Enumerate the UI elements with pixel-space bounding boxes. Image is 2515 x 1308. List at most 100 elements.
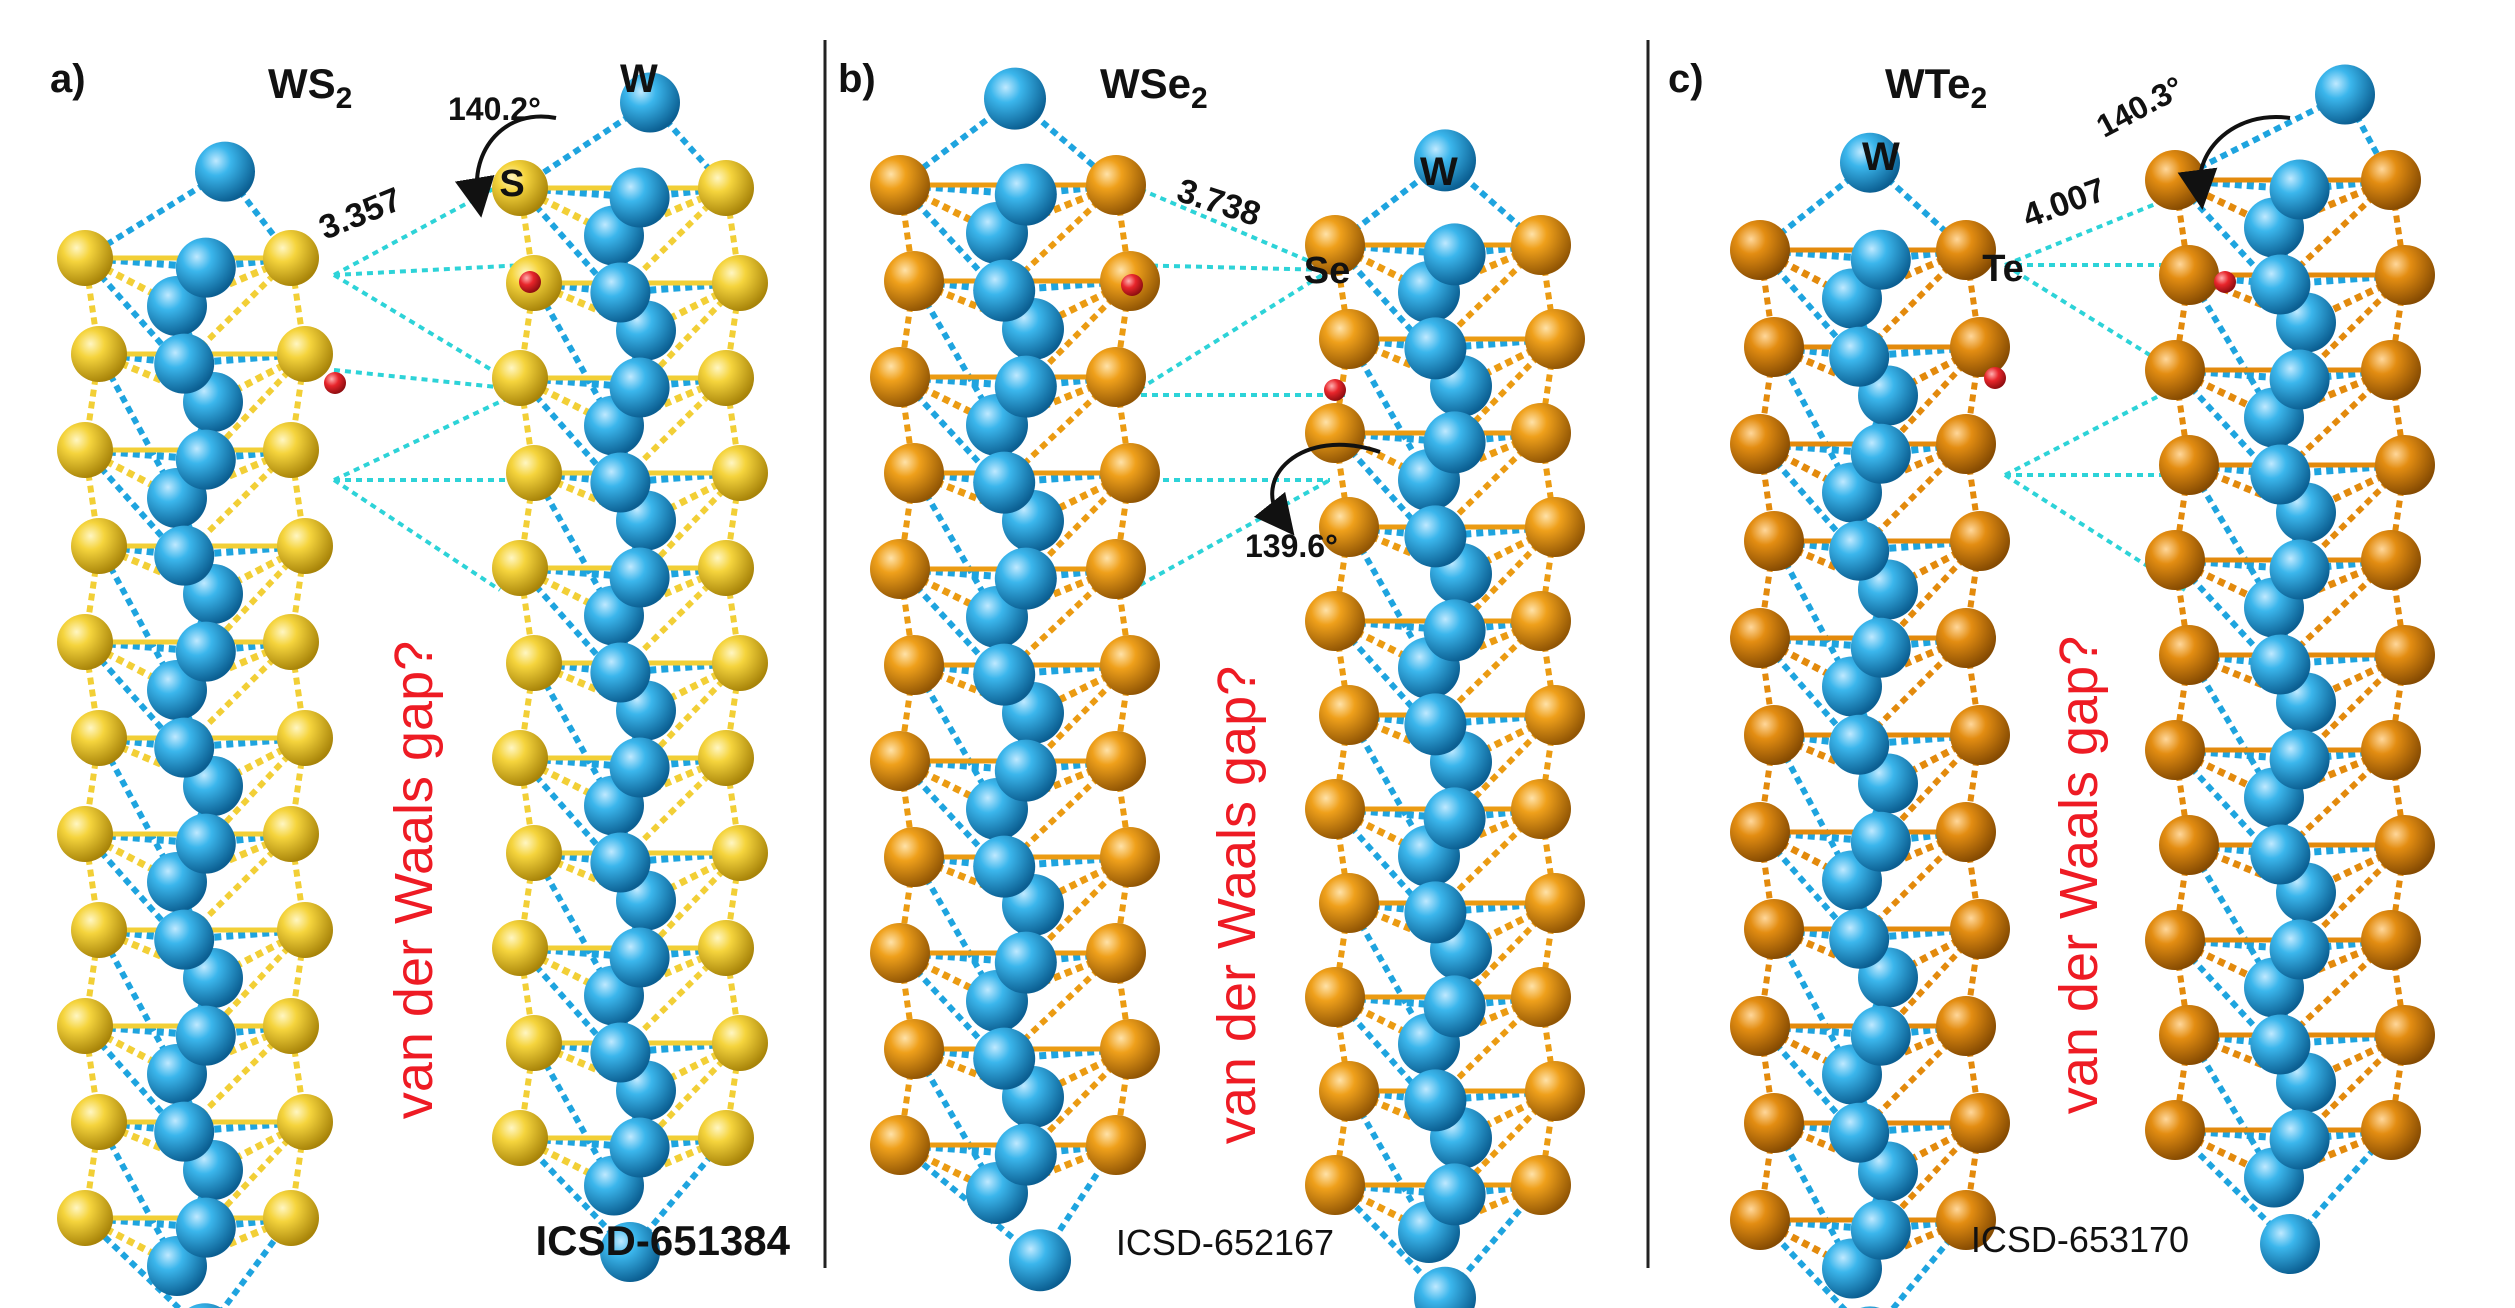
bond-b-left	[899, 565, 1027, 583]
tungsten-atom	[1850, 1199, 1911, 1260]
tungsten-atom	[154, 1101, 215, 1162]
panel-a-atoms	[57, 72, 768, 1308]
tungsten-atom	[1423, 1163, 1486, 1226]
bond-b-left	[1003, 853, 1131, 871]
selenium-atom	[1086, 539, 1146, 599]
bond-c-left	[1772, 1119, 1890, 1175]
tellurium-atom	[2145, 340, 2205, 400]
tungsten-atom	[994, 931, 1057, 994]
sulfur-atom	[71, 518, 127, 574]
tungsten-atom	[175, 237, 236, 298]
bond-c-right	[2272, 1126, 2393, 1181]
tungsten-atom	[600, 1222, 660, 1282]
bond-b-left	[897, 182, 1036, 332]
tungsten-atom	[973, 1027, 1036, 1090]
tungsten-atom	[154, 909, 215, 970]
selenium-atom	[1305, 967, 1365, 1027]
tellurium-atom	[2159, 1005, 2219, 1065]
sulfur-atom	[71, 1094, 127, 1150]
tellurium-atom	[2375, 435, 2435, 495]
sulfur-atom	[57, 1190, 113, 1246]
bond-c-left	[1772, 925, 1890, 981]
bond-c-right	[2174, 366, 2300, 383]
bond-b-left	[995, 1141, 1118, 1197]
bond-b-left	[912, 469, 1035, 525]
tungsten-atom	[1404, 1069, 1467, 1132]
sulfur-atom	[506, 635, 562, 691]
tungsten-atom	[154, 717, 215, 778]
panel-b-interactions	[1128, 183, 1345, 587]
tungsten-atom	[2250, 254, 2311, 315]
tungsten-atom	[1850, 1005, 1911, 1066]
bond-c-left	[1850, 440, 1968, 496]
tungsten-atom	[1829, 1102, 1890, 1163]
bond-a-left	[97, 542, 215, 598]
tungsten-atom	[1840, 132, 1900, 193]
tungsten-atom	[1829, 326, 1890, 387]
panel-b-chalcogen-label: Se	[1304, 250, 1350, 292]
tungsten-atom	[154, 333, 215, 394]
tellurium-atom	[2375, 815, 2435, 875]
panel-b-gap-label: van der Waals gap?	[1207, 666, 1267, 1144]
panel-c-metal-label: W	[1862, 135, 1900, 179]
tungsten-atom	[1423, 975, 1486, 1038]
tungsten-atom	[2250, 824, 2311, 885]
tellurium-atom	[2361, 910, 2421, 970]
tellurium-atom	[1744, 511, 1804, 571]
tungsten-atom	[973, 643, 1036, 706]
tungsten-atom	[609, 357, 670, 418]
bond-c-right	[2272, 936, 2393, 991]
sulfur-atom	[712, 255, 768, 311]
sulfur-atom	[263, 422, 319, 478]
tungsten-atom	[994, 739, 1057, 802]
selenium-atom	[1319, 873, 1379, 933]
bond-c-right	[2187, 461, 2308, 516]
bond-c-right	[2280, 651, 2406, 668]
tungsten-atom	[994, 163, 1057, 226]
bond-c-right	[2174, 746, 2300, 763]
tellurium-atom	[2159, 435, 2219, 495]
bond-c-right	[2280, 841, 2406, 858]
tungsten-atom	[1423, 411, 1486, 474]
sulfur-atom	[57, 998, 113, 1054]
panel-a-metal-label: W	[620, 57, 658, 101]
bond-b-left	[995, 757, 1118, 813]
sulfur-atom	[263, 806, 319, 862]
selenium-atom	[1086, 1115, 1146, 1175]
tellurium-atom	[2361, 720, 2421, 780]
tungsten-atom	[590, 832, 651, 893]
selenium-atom	[1086, 347, 1146, 407]
tungsten-atom	[1829, 714, 1890, 775]
tungsten-atom	[175, 813, 236, 874]
tellurium-atom	[1950, 511, 2010, 571]
tungsten-atom	[590, 452, 651, 513]
panel-b-atoms	[870, 67, 1585, 1308]
sulfur-atom	[492, 160, 548, 216]
panel-a-chalcogen-label: S	[499, 163, 524, 205]
interaction-line	[1129, 183, 1331, 272]
selenium-atom	[884, 251, 944, 311]
sulfur-atom	[698, 730, 754, 786]
selenium-atom	[870, 539, 930, 599]
bond-b-left	[899, 373, 1027, 391]
sulfur-atom	[712, 635, 768, 691]
sulfur-atom	[492, 540, 548, 596]
panel-b-angle: 139.6°	[1245, 528, 1338, 564]
panel-b-icsd: ICSD-652167	[1116, 1222, 1334, 1263]
selenium-atom	[1525, 1061, 1585, 1121]
sulfur-atom	[698, 540, 754, 596]
tellurium-atom	[2361, 340, 2421, 400]
panel-c-angle: 140.3°	[2090, 69, 2189, 144]
tungsten-atom	[2269, 1109, 2330, 1170]
tungsten-atom	[973, 835, 1036, 898]
marker-atom	[2214, 271, 2236, 293]
tungsten-atom	[609, 547, 670, 608]
sulfur-atom	[57, 230, 113, 286]
sulfur-atom	[277, 1094, 333, 1150]
tellurium-atom	[1950, 317, 2010, 377]
bond-c-left	[1850, 1022, 1968, 1078]
bond-b-left	[912, 661, 1035, 717]
tellurium-atom	[2361, 1100, 2421, 1160]
panel-c-chalcogen-label: Te	[1982, 248, 2024, 290]
